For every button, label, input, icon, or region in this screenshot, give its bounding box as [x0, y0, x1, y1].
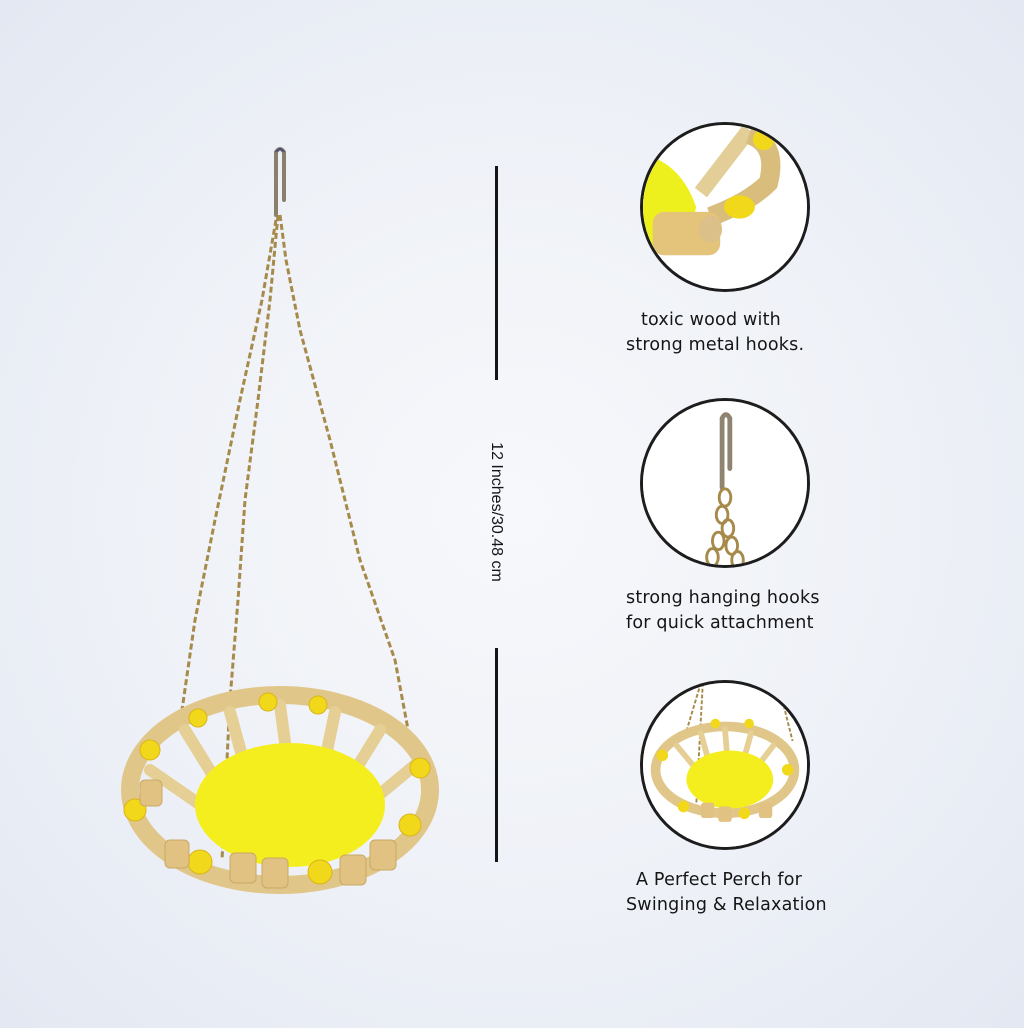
feature-caption-1: toxic wood with — [641, 308, 781, 333]
perch-overview-illustration — [643, 683, 807, 847]
feature-caption-2: strong hanging hooks — [626, 586, 820, 611]
hanging-perch-illustration — [121, 147, 439, 894]
feature-caption-1-line1: toxic wood with — [641, 310, 781, 330]
feature-image-wood-closeup — [640, 122, 810, 292]
feature-caption-3b: Swinging & Relaxation — [626, 893, 827, 918]
feature-caption-3-line1: A Perfect Perch for — [636, 870, 803, 890]
feature-caption-2-line1: strong hanging hooks — [626, 588, 820, 608]
dimension-line-bottom — [495, 648, 498, 862]
feature-image-hook-closeup — [640, 398, 810, 568]
feature-caption-2-line2: for quick attachment — [626, 613, 814, 633]
feature-caption-1b: strong metal hooks. — [626, 333, 804, 358]
feature-caption-3: A Perfect Perch for — [636, 868, 802, 893]
product-image-hanging-perch — [0, 0, 480, 1024]
metal-hook-closeup-illustration — [643, 401, 807, 565]
dimension-line-top — [495, 166, 498, 380]
feature-caption-3-line2: Swinging & Relaxation — [626, 895, 827, 915]
feature-caption-2b: for quick attachment — [626, 611, 814, 636]
dimension-label: 12 Inches/30.48 cm — [488, 442, 505, 582]
wood-bead-closeup-illustration — [643, 125, 807, 289]
feature-image-perch-overview — [640, 680, 810, 850]
feature-caption-1-line2: strong metal hooks. — [626, 335, 805, 355]
